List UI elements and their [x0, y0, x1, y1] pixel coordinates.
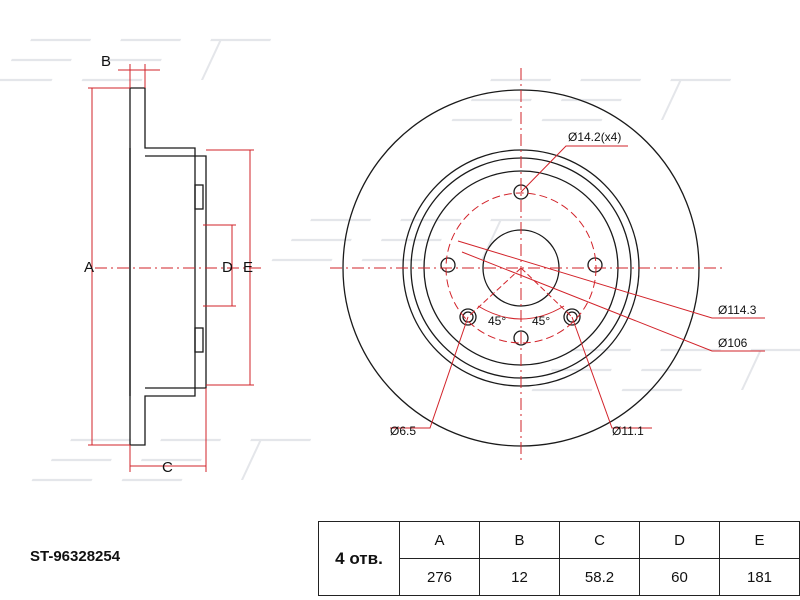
watermark-logo [271, 218, 552, 262]
label-c: C [162, 459, 173, 476]
side-view [129, 87, 207, 446]
value-e: 181 [719, 558, 800, 596]
front-leaders [390, 145, 765, 429]
angle-line-right [520, 267, 573, 318]
watermark-logo [451, 78, 732, 122]
label-a: A [84, 259, 94, 276]
spec-table: 4 отв. A B C D E 276 12 58.2 60 181 [318, 521, 800, 596]
small-hole-left-ring [459, 308, 477, 326]
watermark [0, 38, 800, 482]
leader-hole-outer [571, 316, 652, 429]
leader-small-hole [390, 316, 469, 429]
stud-slot-bottom [194, 327, 204, 353]
small-hole-right [566, 311, 578, 323]
spec-header-row: 4 отв. A B C D E [318, 521, 800, 596]
header-b: B [479, 521, 560, 559]
side-dimensions [88, 64, 254, 472]
label-e: E [243, 259, 253, 276]
value-b: 12 [479, 558, 560, 596]
header-a: A [399, 521, 480, 559]
header-e: E [719, 521, 800, 559]
value-c: 58.2 [559, 558, 640, 596]
header-c: C [559, 521, 640, 559]
watermark-logo [531, 348, 800, 392]
front-dimension-labels: Ø14.2(x4) Ø114.3 Ø106 Ø6.5 Ø11.1 45° 45° [390, 130, 757, 438]
label-hub-bore: Ø106 [718, 336, 748, 350]
label-d: D [222, 259, 233, 276]
label-pcd: Ø114.3 [718, 303, 757, 317]
leader-hub-bore [461, 251, 765, 352]
label-hole-outer: Ø11.1 [612, 424, 644, 438]
bolt-hole-right [587, 257, 603, 273]
bolt-hole-count: 4 отв. [318, 521, 400, 596]
label-angle-right: 45° [532, 314, 550, 328]
header-d: D [639, 521, 720, 559]
label-b: B [101, 53, 111, 70]
part-number: ST-96328254 [30, 548, 121, 565]
small-hole-left [462, 311, 474, 323]
angle-arc [477, 305, 565, 320]
angle-line-left [467, 267, 522, 318]
small-hole-right-ring [563, 308, 581, 326]
label-angle-left: 45° [488, 314, 506, 328]
label-small-hole: Ø6.5 [390, 424, 416, 438]
watermark-logo [0, 38, 272, 82]
value-a: 276 [399, 558, 480, 596]
bolt-hole-left [440, 257, 456, 273]
leader-bolt-hole [520, 145, 628, 193]
side-dimension-labels: A B C D E [84, 53, 253, 476]
hat-inner-line [145, 155, 195, 389]
label-bolt-hole: Ø14.2(x4) [568, 130, 621, 144]
pcd-circle [445, 192, 597, 344]
spec-value-row: 276 12 58.2 60 181 [319, 558, 800, 596]
value-d: 60 [639, 558, 720, 596]
stud-slot-top [194, 184, 204, 210]
leader-pcd [457, 240, 765, 319]
front-centerlines [330, 68, 722, 462]
watermark-logo [31, 438, 312, 482]
bolt-hole-bottom [513, 330, 529, 346]
